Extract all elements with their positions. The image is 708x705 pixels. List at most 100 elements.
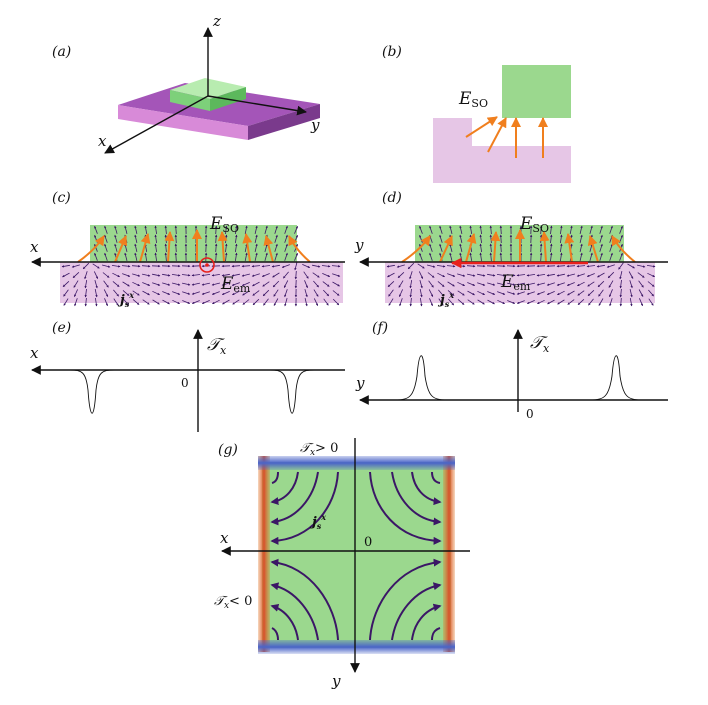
field-arrow — [201, 274, 211, 277]
field-arrow — [409, 297, 412, 307]
field-arrow — [152, 299, 160, 305]
field-arrow — [516, 274, 526, 277]
field-arrow — [409, 271, 413, 280]
field-arrow — [132, 273, 141, 277]
field-arrow — [222, 299, 230, 305]
field-arrow — [409, 288, 412, 298]
panel-a-label: (a) — [52, 44, 71, 60]
field-arrow — [420, 297, 423, 307]
field-arrow — [419, 289, 423, 298]
field-arrow — [131, 264, 141, 268]
field-arrow — [507, 291, 516, 295]
field-arrow — [294, 262, 298, 271]
field-arrow — [283, 280, 289, 289]
field-arrow — [114, 243, 118, 252]
origin-label: 0 — [181, 376, 189, 390]
field-arrow — [589, 225, 593, 235]
field-arrow — [164, 243, 167, 253]
field-arrow — [303, 271, 309, 279]
field-arrow — [122, 290, 130, 296]
field-arrow — [589, 252, 593, 262]
field-arrow — [332, 298, 340, 306]
field-arrow — [174, 225, 178, 235]
orange-field-arrows — [77, 229, 311, 263]
field-arrow — [619, 279, 622, 289]
field-arrow — [312, 264, 321, 268]
field-arrow — [241, 273, 250, 277]
field-arrow — [114, 234, 118, 243]
field-arrow — [62, 281, 70, 288]
field-arrow — [254, 252, 258, 261]
field-arrow — [619, 271, 623, 280]
field-arrow — [254, 225, 258, 234]
field-arrow — [152, 290, 161, 296]
field-arrow — [103, 289, 109, 298]
field-arrow — [61, 264, 70, 268]
field-arrow — [569, 225, 573, 234]
field-arrow — [619, 252, 623, 261]
panel-c: (c) x ESO Eem jsx — [30, 190, 345, 309]
field-arrow — [628, 271, 634, 279]
field-arrow — [304, 289, 308, 298]
field-arrow — [201, 291, 210, 295]
field-arrow — [419, 252, 423, 261]
field-arrow — [397, 272, 405, 279]
field-arrow — [264, 225, 268, 235]
field-arrow — [102, 264, 111, 268]
field-arrow — [154, 243, 157, 253]
field-arrow — [586, 273, 595, 277]
field-arrow — [536, 299, 545, 305]
field-arrow — [467, 282, 476, 286]
field-arrow — [459, 243, 463, 252]
field-arrow — [499, 252, 503, 262]
field-arrow — [71, 264, 80, 268]
field-arrow — [162, 273, 171, 277]
field-arrow — [332, 290, 340, 296]
field-arrow — [172, 282, 181, 286]
field-arrow — [104, 234, 108, 243]
field-arrow — [567, 290, 575, 296]
field-arrow — [144, 252, 148, 261]
field-arrow — [619, 288, 622, 298]
field-arrow — [457, 299, 465, 305]
field-arrow — [284, 252, 288, 261]
field-arrow — [284, 234, 288, 243]
field-arrow — [609, 252, 613, 261]
field-arrow — [506, 274, 516, 277]
panel-d-label: (d) — [382, 190, 402, 206]
bottom-edge — [258, 640, 455, 654]
field-arrow — [619, 225, 623, 234]
field-arrow — [409, 280, 413, 289]
panel-f-label: (f) — [372, 320, 388, 336]
field-arrow — [313, 298, 319, 307]
field-arrow — [547, 299, 555, 305]
out-of-plane-symbol — [199, 257, 215, 273]
field-arrow — [63, 298, 69, 306]
field-arrow — [479, 234, 482, 244]
field-arrow — [627, 263, 635, 269]
left-edge — [258, 456, 270, 652]
field-arrow — [102, 272, 110, 278]
field-arrow — [104, 298, 108, 307]
field-arrow — [191, 274, 201, 277]
field-arrow — [94, 279, 98, 289]
field-arrow — [121, 265, 131, 268]
field-arrow — [477, 273, 486, 277]
y-axis-label: y — [355, 374, 365, 392]
field-arrow — [648, 298, 654, 306]
field-arrow — [172, 291, 181, 295]
field-arrow — [332, 273, 341, 277]
field-arrow — [557, 299, 565, 305]
field-arrow — [438, 298, 444, 306]
panel-a: (a) z y x — [52, 12, 320, 154]
field-arrow — [407, 262, 415, 270]
field-arrow — [244, 225, 248, 234]
x-axis-label: x — [30, 238, 39, 256]
field-arrow — [272, 272, 280, 278]
y-axis-label: y — [331, 672, 341, 690]
field-arrow — [95, 297, 98, 307]
field-arrow — [84, 271, 88, 280]
field-arrow — [447, 290, 455, 296]
field-arrow — [526, 282, 535, 286]
field-arrow — [191, 300, 200, 304]
